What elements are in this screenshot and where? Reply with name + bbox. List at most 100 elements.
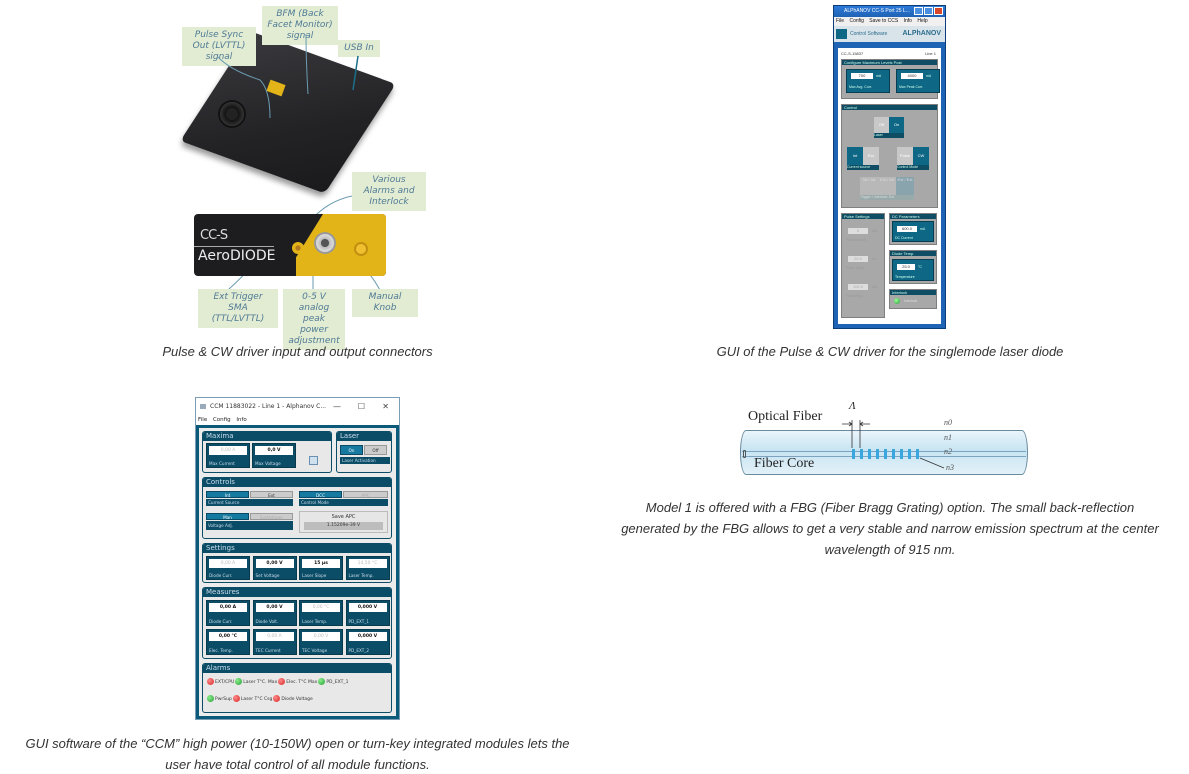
grating-line bbox=[876, 449, 879, 459]
menu-bar: File Config Save to CCS Info Help bbox=[834, 17, 945, 26]
measure-cell: 0,00 V Diode Volt. bbox=[252, 600, 297, 626]
minimize-button[interactable]: — bbox=[333, 402, 341, 411]
settings-cell: 0,00 A Diode Curr. bbox=[206, 556, 250, 580]
trigger-ext-int-button[interactable]: Ext / Int bbox=[878, 177, 896, 195]
panel-title: Alarms bbox=[203, 664, 391, 673]
voltage-ext-button[interactable]: ExtVoltage bbox=[250, 513, 293, 520]
grating-line bbox=[852, 449, 855, 459]
laser-on-button[interactable]: On bbox=[340, 445, 363, 455]
laser-panel: Laser On Off Laser Activation bbox=[336, 431, 392, 473]
period-label: Λ bbox=[849, 400, 856, 412]
settings-input[interactable]: 14,50 °C bbox=[348, 559, 387, 568]
menu-info[interactable]: Info bbox=[236, 417, 247, 423]
menu-help[interactable]: Help bbox=[917, 18, 928, 24]
measure-cell: 0,00 A Diode Curr. bbox=[206, 600, 250, 626]
menu-file[interactable]: File bbox=[198, 417, 208, 423]
current-int-button[interactable]: Int bbox=[847, 147, 863, 165]
close-button[interactable] bbox=[934, 7, 943, 15]
diode-temp-panel: Diode Temp. 25.0 °C Temperature bbox=[889, 250, 937, 284]
manual-knob bbox=[354, 242, 368, 256]
menu-info[interactable]: Info bbox=[903, 18, 912, 24]
measure-cell: 0,00 V TEC Voltage bbox=[299, 629, 343, 655]
laser-off-button[interactable]: Off bbox=[364, 445, 387, 455]
current-ext-button[interactable]: Ext bbox=[863, 147, 879, 165]
banner-brand: ALPhANOV bbox=[902, 30, 942, 37]
window-title: CCM 11883022 - Line 1 - Alphanov C... bbox=[210, 403, 327, 410]
menu-save-ccs[interactable]: Save to CCS bbox=[869, 18, 899, 24]
close-button[interactable]: ✕ bbox=[382, 402, 389, 411]
alarm-item: PwrSup bbox=[207, 695, 232, 702]
trigger-int-int-button[interactable]: Int / Int bbox=[860, 177, 878, 195]
model-label: CC-S bbox=[200, 228, 228, 243]
mode-dcc-button[interactable]: DCC bbox=[299, 491, 342, 498]
measure-cell: 0,000 V PD_EXT_2 bbox=[345, 629, 390, 655]
bnc-connector bbox=[314, 232, 336, 254]
measure-value: 0,000 V bbox=[348, 603, 387, 612]
measure-value: 0,00 A bbox=[255, 632, 294, 641]
grating-line bbox=[868, 449, 871, 459]
alarm-item: Laser T°C Csg bbox=[232, 695, 272, 702]
grating-line bbox=[900, 449, 903, 459]
mode-cw-button[interactable]: CW bbox=[913, 147, 929, 165]
current-int-button[interactable]: Int bbox=[206, 491, 249, 498]
ccm-gui-window: CCM 11883022 - Line 1 - Alphanov C... — … bbox=[195, 397, 400, 720]
maxima-panel: Maxima 0,00 A Max Current 0,0 V Max Volt… bbox=[202, 431, 332, 473]
interlock-panel: Interlock Interlock bbox=[889, 289, 937, 309]
settings-input[interactable]: 0,00 V bbox=[255, 559, 294, 568]
mode-apc-button[interactable]: APC bbox=[343, 491, 388, 498]
frequency-input[interactable]: 100.0 bbox=[848, 284, 868, 290]
menu-config[interactable]: Config bbox=[849, 18, 864, 24]
laser-off-button[interactable]: Off bbox=[874, 117, 889, 133]
connectors-figure: Pulse Sync Out (LVTTL) signal BFM (Back … bbox=[170, 0, 430, 350]
peak-current-input[interactable]: 0 bbox=[848, 228, 868, 234]
fiber-cladding bbox=[740, 430, 1028, 475]
temperature-input[interactable]: 25.0 bbox=[897, 264, 915, 270]
panel-title: Pulse Settings bbox=[842, 214, 884, 219]
mode-pulse-button[interactable]: Pulse bbox=[897, 147, 913, 165]
measure-value: 0,00 V bbox=[302, 632, 340, 641]
max-peak-input[interactable]: 4000 bbox=[901, 73, 923, 79]
trigger-ext-ext-button[interactable]: Ext / Ext bbox=[896, 177, 914, 195]
alarm-item: Elec. T°C Max bbox=[278, 678, 317, 685]
measure-cell: 0,00 °C Laser Temp. bbox=[299, 600, 343, 626]
maximize-button[interactable] bbox=[924, 7, 933, 15]
panel-title: Measures bbox=[203, 588, 391, 597]
caption-ccm-gui: GUI software of the “CCM” high power (10… bbox=[25, 736, 570, 772]
measure-value: 0,00 °C bbox=[302, 603, 340, 612]
driver-front-panel: CC-S AeroDIODE bbox=[194, 214, 386, 276]
panel-title: Control bbox=[842, 105, 937, 110]
max-avg-input[interactable]: 700 bbox=[851, 73, 873, 79]
alarm-item: EXT/CPU bbox=[207, 678, 234, 685]
settings-input[interactable]: 0,00 A bbox=[209, 559, 247, 568]
grating-line bbox=[908, 449, 911, 459]
settings-cell: 15 µs Laser Slope bbox=[299, 556, 343, 580]
callout-ext-trigger: Ext Trigger SMA (TTL/LVTTL) bbox=[198, 289, 278, 328]
pulse-width-input[interactable]: 20.0 bbox=[848, 256, 868, 262]
menu-config[interactable]: Config bbox=[212, 417, 231, 423]
banner: Control Software ALPhANOV bbox=[834, 26, 945, 42]
minimize-button[interactable] bbox=[914, 7, 923, 15]
callout-arrows bbox=[217, 33, 381, 291]
fbg-diagram: Optical Fiber Fiber Core Λ n0 n1 n2 n3 bbox=[736, 400, 1036, 482]
measures-panel: Measures 0,00 A Diode Curr.0,00 V Diode … bbox=[202, 587, 392, 659]
max-voltage-input[interactable]: 0,0 V bbox=[255, 446, 293, 455]
settings-input[interactable]: 15 µs bbox=[302, 559, 340, 568]
save-apc-value: 1.15209e-39 V bbox=[304, 522, 383, 530]
measure-cell: 0,000 V PD_EXT_1 bbox=[345, 600, 390, 626]
save-icon[interactable] bbox=[309, 456, 318, 465]
index-n3: n3 bbox=[946, 463, 954, 472]
maximize-button[interactable]: ☐ bbox=[357, 402, 365, 411]
max-current-input[interactable]: 0,00 A bbox=[209, 446, 247, 455]
logo-icon bbox=[836, 29, 847, 39]
current-ext-button[interactable]: Ext bbox=[250, 491, 293, 498]
save-apc-button[interactable]: Save APC 1.15209e-39 V bbox=[299, 511, 388, 533]
settings-cell: 14,50 °C Laser Temp. bbox=[345, 556, 390, 580]
controls-panel: Controls Int Ext Current Source DCC APC … bbox=[202, 477, 392, 539]
laser-on-button[interactable]: On bbox=[889, 117, 904, 133]
optical-fiber-label: Optical Fiber bbox=[748, 409, 823, 424]
voltage-man-button[interactable]: Man bbox=[206, 513, 249, 520]
menu-file[interactable]: File bbox=[836, 18, 845, 24]
alarm-led-icon bbox=[235, 678, 243, 685]
window-title: ALPhANOV CC-S Port 25 L... bbox=[844, 8, 910, 14]
dc-current-input[interactable]: 600.0 bbox=[897, 226, 917, 232]
